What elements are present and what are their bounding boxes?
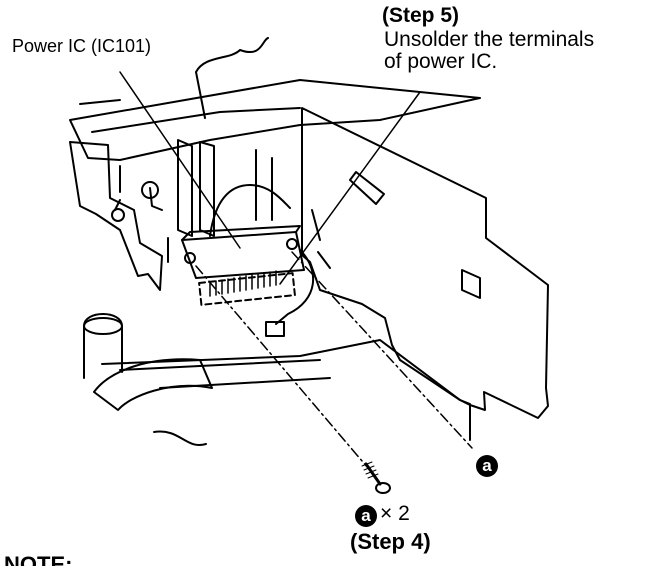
- power-ic-body: [181, 231, 305, 279]
- screw-path-left: [195, 265, 369, 469]
- ic-terminals: [209, 270, 277, 297]
- screw-quantity: × 2: [380, 502, 410, 525]
- step4-title: (Step 4): [350, 529, 431, 554]
- screw-icon: [361, 461, 391, 494]
- step5-title: (Step 5): [382, 4, 460, 27]
- connector: [265, 321, 285, 337]
- upper-ribbon-cable: [195, 37, 269, 119]
- note-heading: NOTE:: [4, 552, 73, 566]
- lower-ribbon-cable: [93, 358, 213, 411]
- leader-step5: [279, 91, 421, 285]
- step5-instruction-line2: of power IC.: [384, 50, 498, 73]
- cylinder: [83, 313, 123, 379]
- wire-harness: [209, 184, 315, 325]
- terminal-highlight-box: [198, 272, 296, 306]
- vertical-post-right: [199, 141, 215, 237]
- power-ic-label: Power IC (IC101): [12, 36, 152, 56]
- vertical-post-left: [177, 139, 193, 237]
- circuit-board: [301, 107, 549, 419]
- screw-path-right: [291, 251, 473, 449]
- lower-frame: [101, 339, 471, 441]
- screw-marker-a-quantity: a: [355, 505, 377, 527]
- leader-power-ic: [119, 71, 241, 249]
- screw-marker-a: a: [476, 455, 498, 477]
- top-chassis-plate: [69, 79, 481, 161]
- step5-instruction-line1: Unsolder the terminals: [384, 28, 595, 51]
- left-bracket: [69, 141, 163, 291]
